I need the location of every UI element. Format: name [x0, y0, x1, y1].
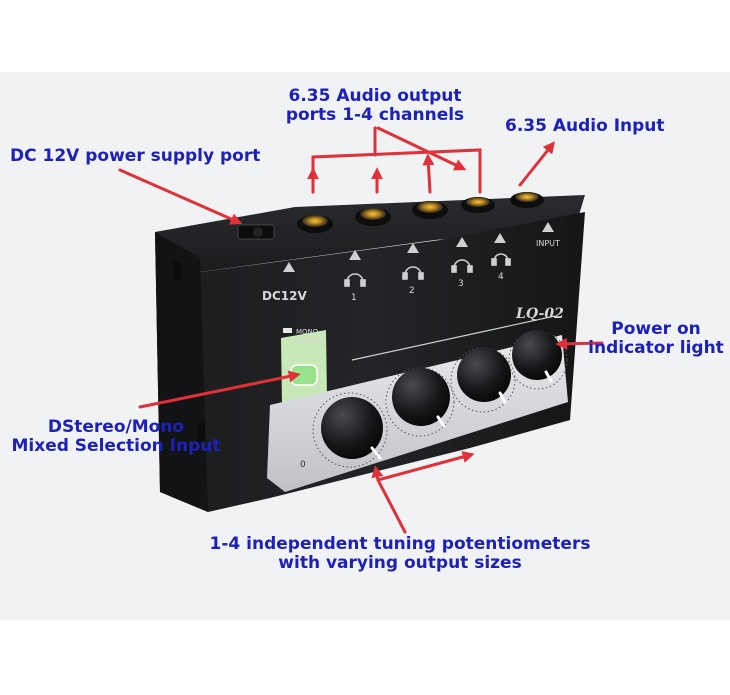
panel-divider	[351, 315, 556, 361]
mode-selection-label-line1: DStereo/Mono	[47, 417, 185, 437]
mono-stereo-switch[interactable]: MONO STEREO	[281, 328, 327, 405]
channel-number-1: 1	[351, 293, 357, 303]
model-label: LQ-02	[515, 306, 564, 322]
mode-selection-label-line2: Mixed Selection Input	[11, 435, 221, 456]
potentiometers-label-line1: 1-4 independent tuning potentiometers	[209, 534, 591, 554]
output-ports-label: 6.35 Audio output ports 1-4 channels	[270, 87, 480, 124]
power-indicator-label-line2: indicator light	[588, 337, 724, 358]
audio-output-jack-2[interactable]	[355, 208, 391, 226]
port-marker-arrows	[283, 222, 554, 272]
mixer-body	[155, 195, 585, 512]
audio-output-jack-1[interactable]	[297, 215, 333, 233]
annotation-arrows	[118, 126, 604, 534]
dial-zero-label: 0	[300, 460, 306, 470]
audio-output-jack-4[interactable]	[461, 197, 495, 213]
volume-knob-3[interactable]	[457, 348, 511, 404]
volume-knob-1[interactable]	[321, 397, 383, 460]
volume-knob-2[interactable]	[392, 368, 450, 428]
power-indicator-label: Power on indicator light	[583, 320, 729, 357]
switch-stereo-label: STEREO	[296, 337, 324, 345]
audio-input-jack[interactable]	[510, 192, 544, 208]
channel-number-2: 2	[409, 286, 415, 296]
output-ports-label-line1: 6.35 Audio output	[288, 86, 462, 106]
input-label: INPUT	[536, 239, 560, 248]
switch-mono-label: MONO	[296, 328, 319, 336]
potentiometers-label-line2: with varying output sizes	[278, 552, 522, 573]
dc-power-jack[interactable]	[237, 224, 275, 240]
power-indicator-label-line1: Power on	[611, 319, 701, 339]
mode-selection-label: DStereo/Mono Mixed Selection Input	[2, 418, 230, 455]
potentiometers-label: 1-4 independent tuning potentiometers wi…	[190, 535, 610, 572]
output-ports-label-line2: ports 1-4 channels	[285, 104, 465, 125]
headphone-icons	[344, 253, 511, 287]
dc-label: DC12V	[262, 289, 307, 303]
audio-input-label: 6.35 Audio Input	[505, 116, 665, 136]
audio-output-jack-3[interactable]	[412, 201, 448, 219]
volume-knob-4[interactable]	[512, 330, 562, 383]
channel-number-3: 3	[458, 279, 464, 289]
channel-number-4: 4	[498, 272, 504, 282]
dc-port-label: DC 12V power supply port	[10, 146, 261, 166]
